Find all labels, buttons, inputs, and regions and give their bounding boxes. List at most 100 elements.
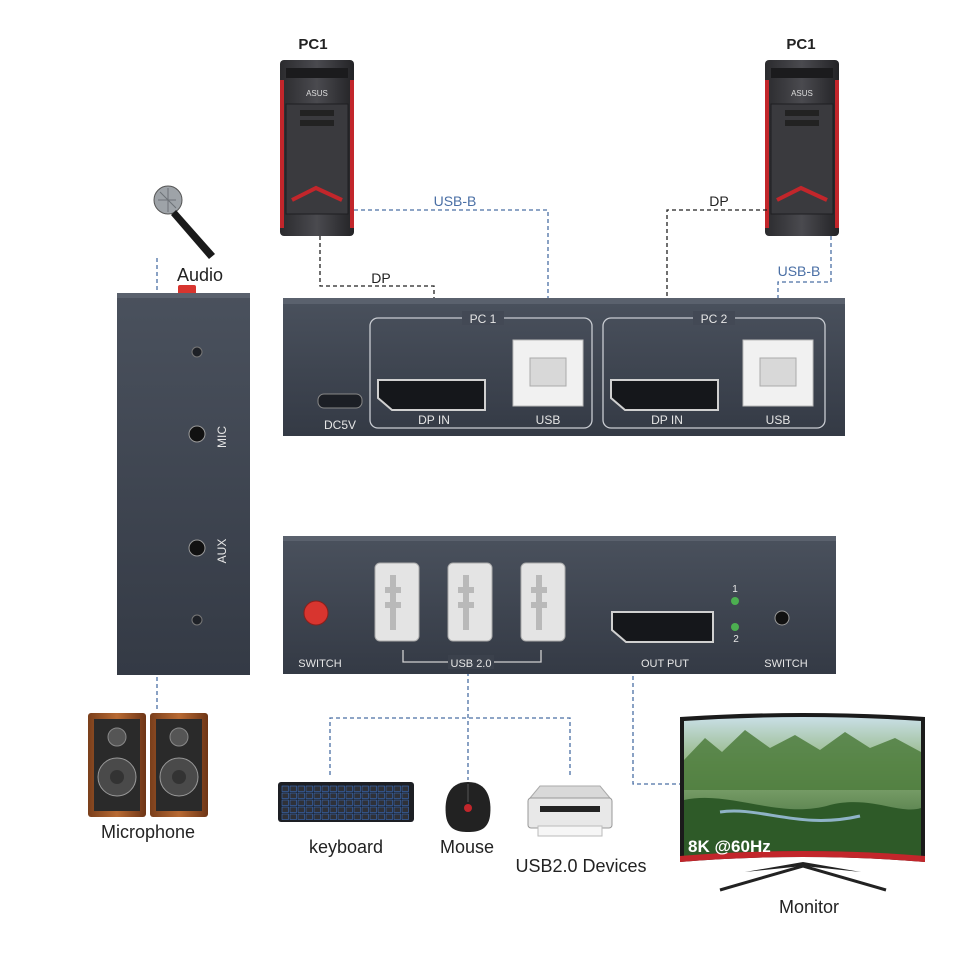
keyboard-key bbox=[345, 799, 353, 806]
keyboard-key bbox=[369, 792, 377, 799]
monitor-icon bbox=[680, 713, 925, 892]
keyboard-key bbox=[281, 806, 289, 813]
switch-right-label: SWITCH bbox=[764, 658, 807, 670]
cable-dp-left: DP bbox=[371, 270, 390, 286]
microphone-icon bbox=[153, 185, 215, 259]
keyboard-key bbox=[345, 785, 353, 792]
audio-label: Audio bbox=[177, 265, 223, 285]
keyboard-key bbox=[345, 792, 353, 799]
keyboard-key bbox=[385, 799, 393, 806]
keyboard-key bbox=[353, 806, 361, 813]
led-1 bbox=[731, 597, 739, 605]
side-switch bbox=[178, 285, 196, 295]
keyboard-key bbox=[305, 799, 313, 806]
usb-1-label: USB bbox=[536, 413, 561, 427]
usb-devices-label: USB2.0 Devices bbox=[515, 856, 646, 876]
keyboard-key bbox=[361, 799, 369, 806]
rear-panel: DC5V PC 1 DP IN USB PC 2 DP IN USB bbox=[283, 298, 845, 436]
keyboard-key bbox=[313, 813, 321, 820]
keyboard-key bbox=[369, 785, 377, 792]
keyboard-key bbox=[305, 792, 313, 799]
keyboard-key bbox=[321, 785, 329, 792]
keyboard-key bbox=[353, 813, 361, 820]
dp-in-2-label: DP IN bbox=[651, 413, 683, 427]
keyboard-key bbox=[337, 792, 345, 799]
keyboard-key bbox=[393, 806, 401, 813]
aux-jack bbox=[188, 539, 206, 557]
mic-jack bbox=[188, 425, 206, 443]
keyboard-key bbox=[369, 799, 377, 806]
keyboard-key bbox=[305, 785, 313, 792]
mic-label: MIC bbox=[215, 426, 229, 448]
monitor-label: Monitor bbox=[779, 897, 839, 917]
keyboard-key bbox=[313, 792, 321, 799]
keyboard-key bbox=[361, 806, 369, 813]
keyboard-key bbox=[329, 785, 337, 792]
keyboard-key bbox=[385, 785, 393, 792]
keyboard-key bbox=[377, 799, 385, 806]
keyboard-key bbox=[337, 799, 345, 806]
monitor-resolution-label: 8K @60Hz bbox=[688, 837, 771, 856]
keyboard-key bbox=[353, 799, 361, 806]
keyboard-key bbox=[385, 792, 393, 799]
output-label: OUT PUT bbox=[641, 658, 689, 670]
keyboard-icon bbox=[278, 782, 414, 822]
pc-left: ASUS bbox=[280, 60, 354, 236]
keyboard-key bbox=[401, 806, 409, 813]
keyboard-key bbox=[289, 799, 297, 806]
pc-left-label: PC1 bbox=[298, 36, 327, 53]
pc-right-label: PC1 bbox=[786, 36, 815, 53]
printer-icon bbox=[527, 785, 613, 837]
keyboard-key bbox=[297, 799, 305, 806]
keyboard-key bbox=[313, 785, 321, 792]
keyboard-key bbox=[329, 792, 337, 799]
keyboard-key bbox=[361, 785, 369, 792]
keyboard-key bbox=[393, 813, 401, 820]
cable-usb-b-left: USB-B bbox=[434, 193, 477, 209]
keyboard-key bbox=[281, 799, 289, 806]
keyboard-key bbox=[369, 813, 377, 820]
dp-out-port bbox=[611, 611, 714, 643]
dp-in-1-port bbox=[377, 379, 486, 411]
pc-brand-left: ASUS bbox=[306, 89, 328, 98]
screw-top bbox=[191, 346, 203, 358]
microphone-label: Microphone bbox=[101, 822, 195, 842]
keyboard-key bbox=[297, 813, 305, 820]
keyboard-key bbox=[329, 799, 337, 806]
keyboard-key bbox=[321, 792, 329, 799]
keyboard-key bbox=[281, 813, 289, 820]
switch-button-left bbox=[303, 600, 329, 626]
keyboard-key bbox=[297, 785, 305, 792]
keyboard-key bbox=[321, 806, 329, 813]
dp-in-1-label: DP IN bbox=[418, 413, 450, 427]
keyboard-key bbox=[329, 806, 337, 813]
keyboard-key bbox=[321, 799, 329, 806]
keyboard-key bbox=[313, 799, 321, 806]
keyboard-key bbox=[305, 806, 313, 813]
usb-2-label: USB bbox=[766, 413, 791, 427]
keyboard-key bbox=[361, 792, 369, 799]
keyboard-key bbox=[361, 813, 369, 820]
keyboard-key bbox=[281, 785, 289, 792]
led-2 bbox=[731, 623, 739, 631]
switch-left-label: SWITCH bbox=[298, 658, 341, 670]
keyboard-key bbox=[353, 792, 361, 799]
aux-label: AUX bbox=[215, 539, 229, 564]
keyboard-key bbox=[401, 813, 409, 820]
keyboard-key bbox=[281, 792, 289, 799]
keyboard-key bbox=[345, 806, 353, 813]
switch-jack-right bbox=[774, 610, 790, 626]
keyboard-key bbox=[401, 785, 409, 792]
keyboard-key bbox=[345, 813, 353, 820]
keyboard-key bbox=[297, 792, 305, 799]
led2-label: 2 bbox=[733, 634, 739, 645]
cable-dp-right: DP bbox=[709, 193, 728, 209]
keyboard-key bbox=[337, 806, 345, 813]
keyboard-key bbox=[313, 806, 321, 813]
keyboard-key bbox=[393, 785, 401, 792]
cable-usb-b-right: USB-B bbox=[778, 263, 821, 279]
keyboard-key bbox=[337, 785, 345, 792]
usb-group-label: USB 2.0 bbox=[451, 658, 492, 670]
screw-bottom bbox=[191, 614, 203, 626]
